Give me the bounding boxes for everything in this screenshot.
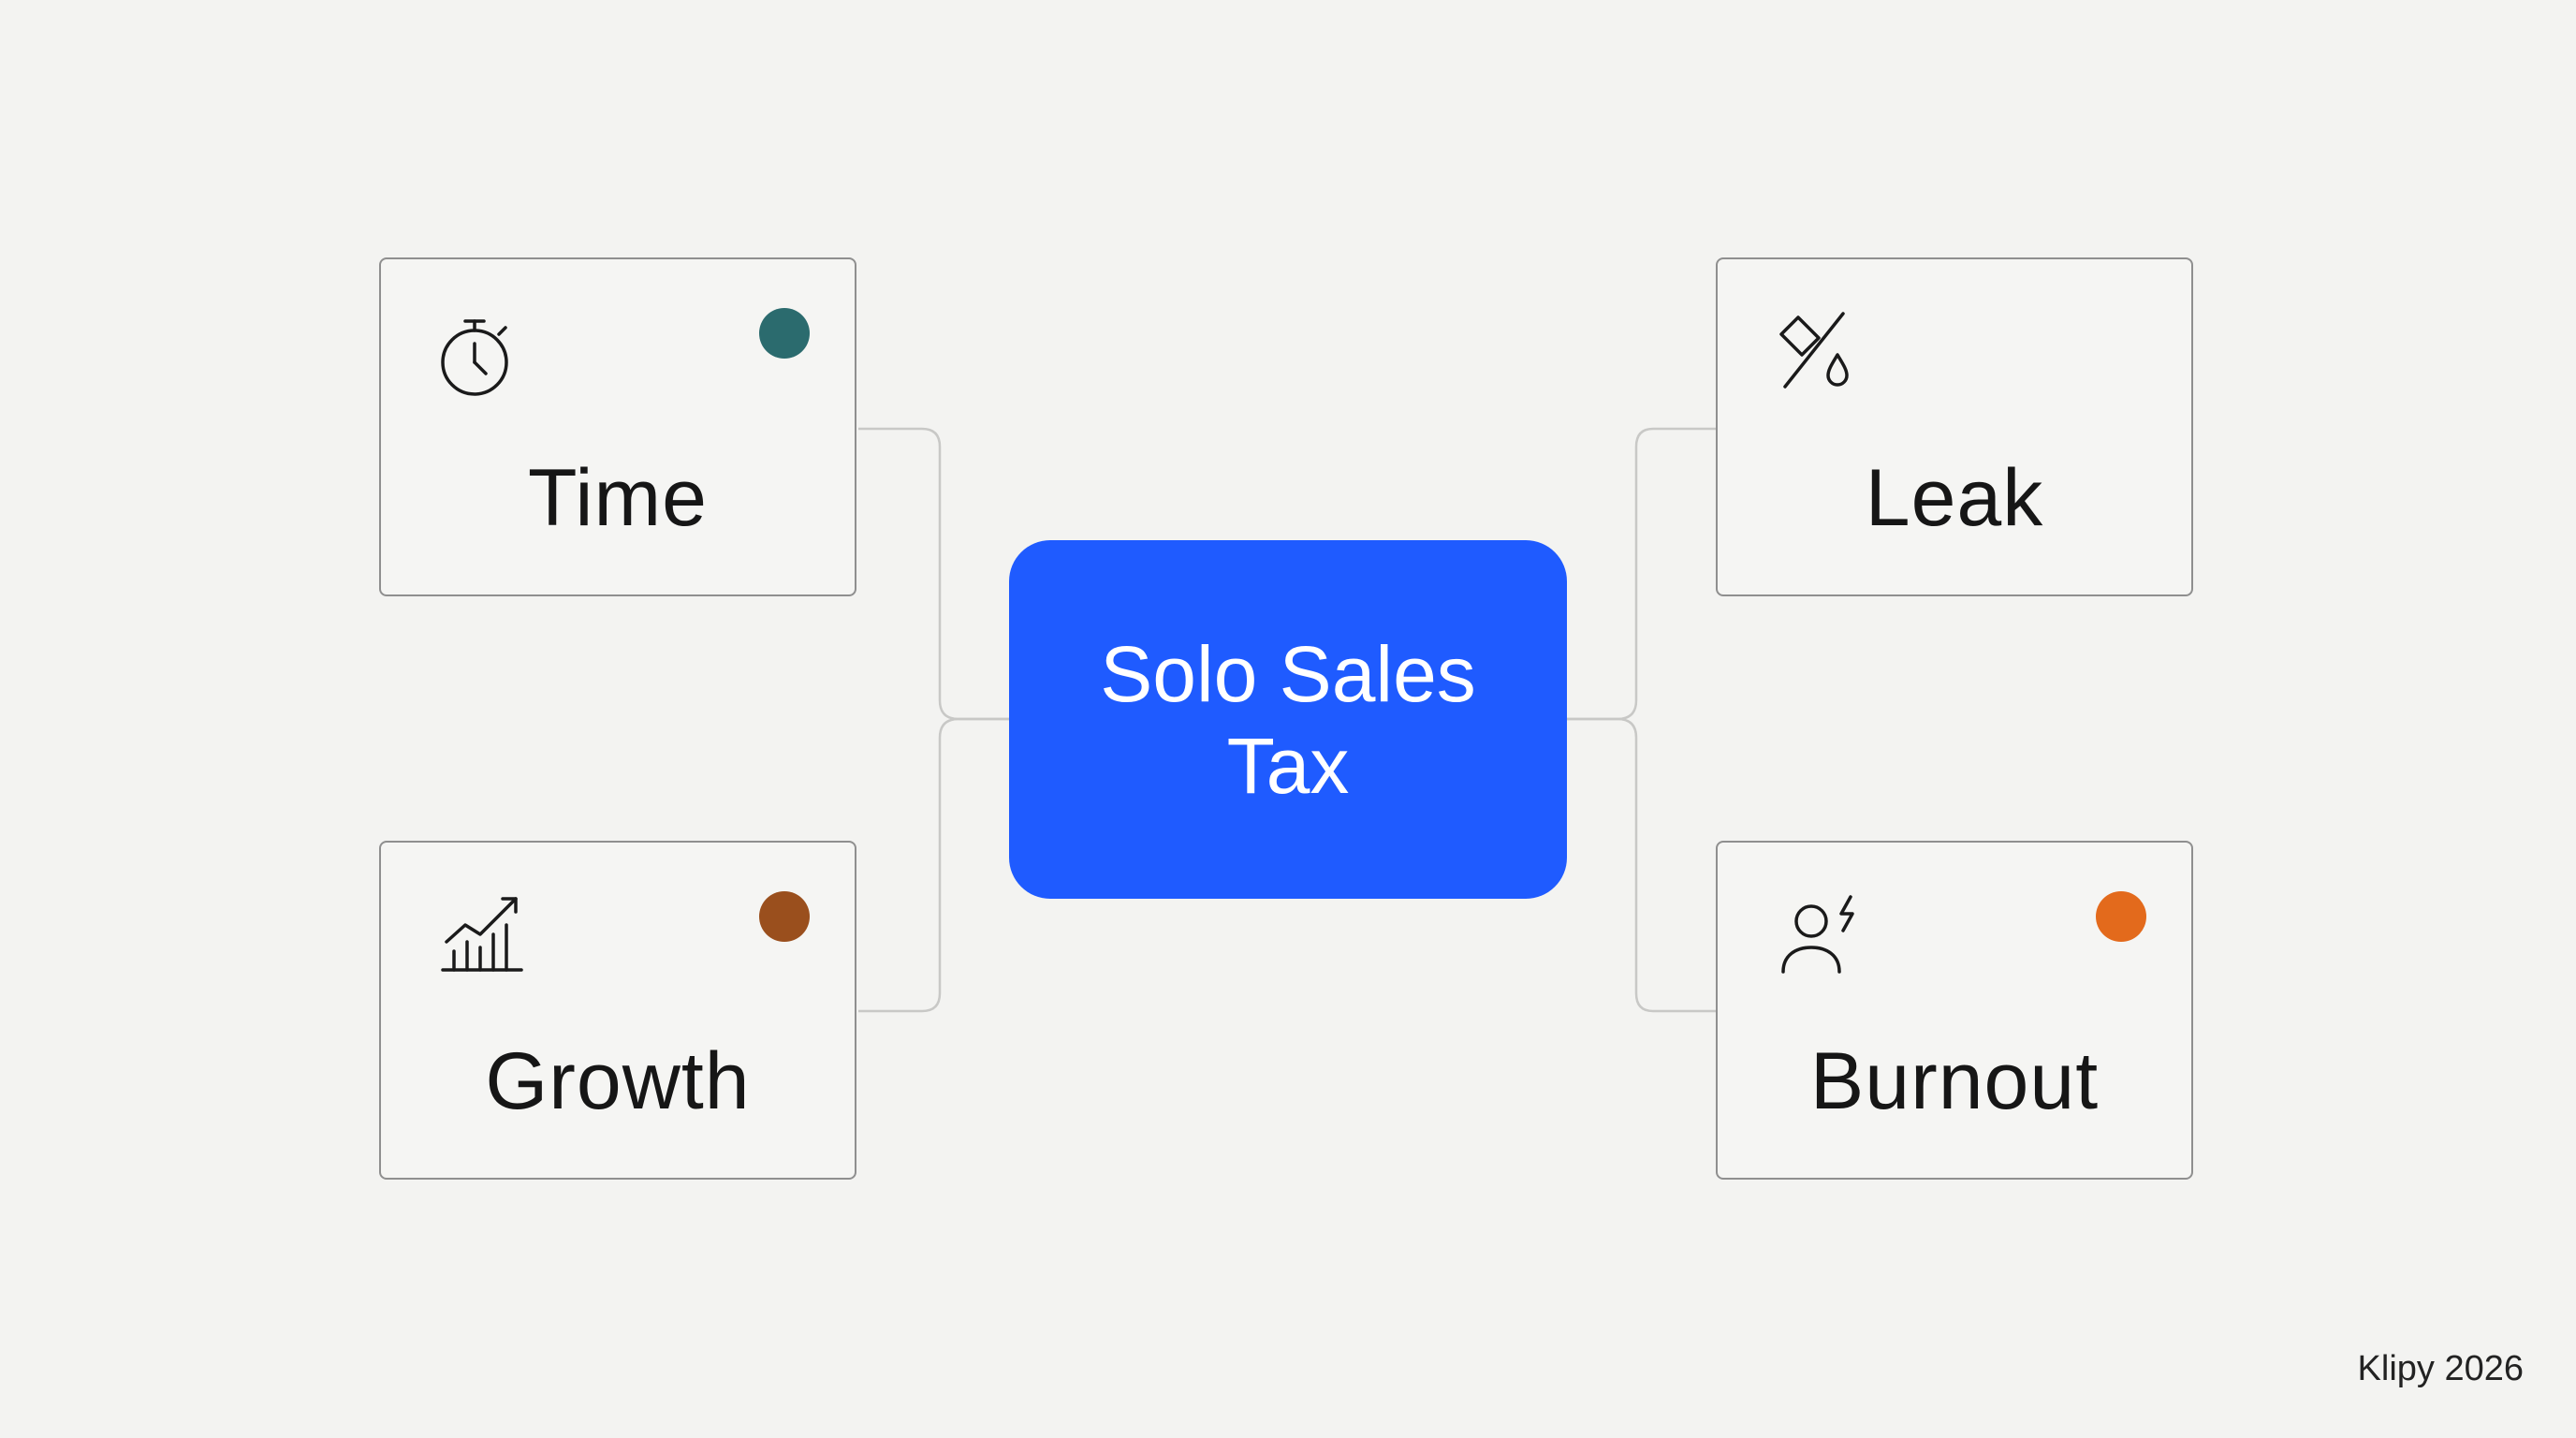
connector-burnout xyxy=(1567,717,1716,1013)
connector-leak xyxy=(1567,427,1716,721)
card-label-growth: Growth xyxy=(485,1036,751,1126)
card-label-time: Time xyxy=(528,453,708,543)
stopwatch-icon xyxy=(437,306,527,396)
card-burnout: Burnout xyxy=(1716,841,2193,1180)
card-growth: Growth xyxy=(379,841,856,1180)
center-node: Solo Sales Tax xyxy=(1009,540,1567,899)
card-time: Time xyxy=(379,257,856,596)
growth-chart-icon xyxy=(437,889,527,979)
center-title-line2: Tax xyxy=(1226,721,1350,810)
connector-growth xyxy=(858,717,1009,1013)
center-title-line1: Solo Sales xyxy=(1100,629,1476,718)
card-leak: Leak xyxy=(1716,257,2193,596)
person-lightning-icon xyxy=(1774,889,1864,979)
card-label-burnout: Burnout xyxy=(1809,1036,2100,1126)
status-dot xyxy=(759,308,810,359)
card-label-leak: Leak xyxy=(1865,453,2044,543)
connector-time xyxy=(858,427,1009,721)
leak-drop-icon xyxy=(1774,306,1864,396)
status-dot xyxy=(759,891,810,942)
footer-credit: Klipy 2026 xyxy=(2357,1349,2524,1388)
status-dot xyxy=(2096,891,2146,942)
